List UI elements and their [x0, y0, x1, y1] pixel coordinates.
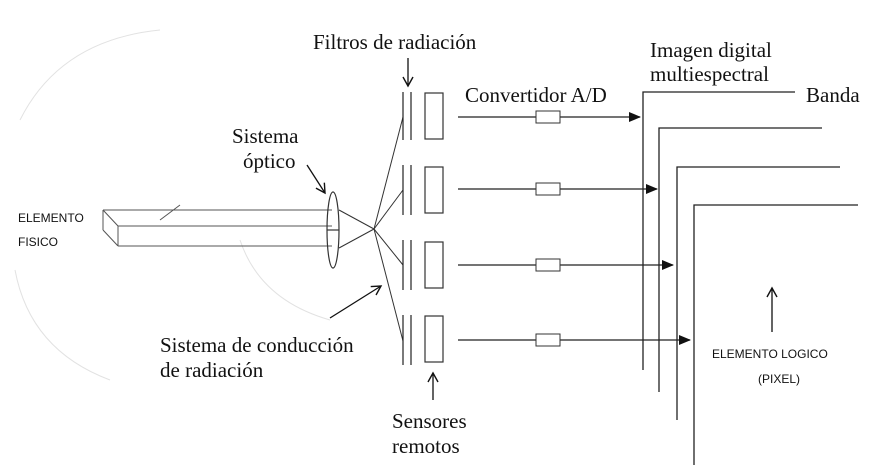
- multispectral-image-label-line1: Imagen digital: [650, 38, 772, 62]
- pixel-label: (PIXEL): [758, 372, 801, 386]
- ad-converter-boxes: [535, 110, 561, 347]
- multispectral-image-label-line2: multiespectral: [650, 62, 769, 86]
- ad-converter-lines: [458, 112, 691, 345]
- band-label: Banda: [806, 83, 860, 107]
- radiation-filters: [402, 92, 412, 365]
- converging-rays: [338, 209, 375, 249]
- image-bands: [642, 91, 858, 465]
- conduction-fan: [373, 116, 404, 342]
- filters-label: Filtros de radiación: [313, 30, 477, 54]
- remote-sensors-label-line2: remotos: [392, 434, 460, 458]
- optical-lens: [326, 191, 340, 269]
- background-artifacts: [14, 29, 331, 381]
- pointer-arrows: [306, 58, 778, 400]
- optical-system-label-line1: Sistema: [232, 124, 299, 148]
- optical-system-label-line2: óptico: [243, 149, 296, 173]
- physical-element-beam: [102, 204, 332, 247]
- physical-element-label-line1: ELEMENTO: [18, 211, 84, 225]
- conduction-system-label-line1: Sistema de conducción: [160, 333, 354, 357]
- physical-element-label-line2: FISICO: [18, 235, 59, 249]
- remote-sensors: [424, 92, 444, 363]
- ad-converter-label: Convertidor A/D: [465, 83, 607, 107]
- remote-sensors-label-line1: Sensores: [392, 409, 467, 433]
- logical-element-label: ELEMENTO LOGICO: [712, 347, 828, 361]
- conduction-system-label-line2: de radiación: [160, 358, 264, 382]
